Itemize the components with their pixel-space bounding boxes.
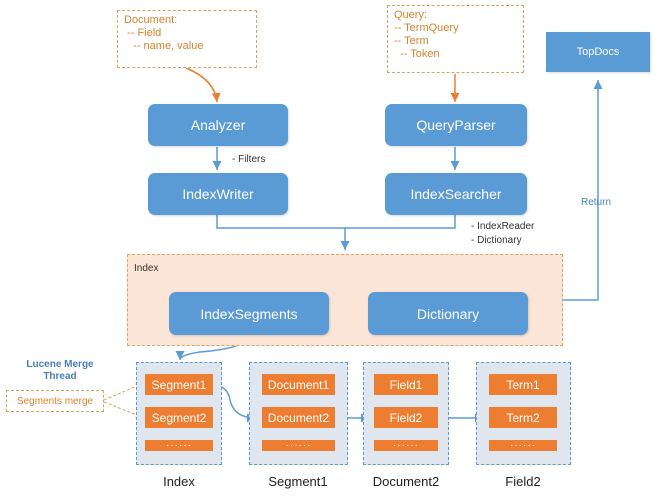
- term-more-cell: ······: [489, 440, 557, 451]
- indexsegments-box: IndexSegments: [169, 292, 329, 335]
- topdocs-box: TopDocs: [546, 32, 650, 72]
- index-group-label: Index: [163, 474, 195, 489]
- merge-link-segment1: [103, 383, 143, 401]
- field2-group-label: Field2: [505, 474, 541, 489]
- merge-link-segment2: [103, 401, 143, 418]
- dictionary-box: Dictionary: [368, 292, 528, 335]
- document2-cell: Document2: [262, 407, 335, 428]
- lucene-merge-thread-title: Lucene Merge Thread: [26, 359, 94, 382]
- index-region-title: Index: [134, 263, 159, 274]
- queryparser-box: QueryParser: [385, 104, 527, 146]
- return-label: Return: [581, 197, 612, 208]
- field1-cell: Field1: [374, 374, 438, 395]
- indexwriter-box: IndexWriter: [148, 173, 288, 215]
- index-group: Segment1 Segment2 ······: [136, 362, 222, 465]
- field2-cell: Field2: [374, 407, 438, 428]
- document1-cell: Document1: [262, 374, 335, 395]
- indexsearcher-box: IndexSearcher: [385, 173, 527, 215]
- document2-group: Field1 Field2 ······: [363, 362, 449, 465]
- document2-group-label: Document2: [372, 474, 440, 489]
- segment1-group: Document1 Document2 ······: [249, 362, 348, 465]
- segment-more-cell: ······: [145, 440, 213, 451]
- document-more-cell: ······: [262, 440, 335, 451]
- field2-group: Term1 Term2 ······: [476, 362, 571, 465]
- dictionary-label: - Dictionary: [471, 235, 522, 246]
- term1-cell: Term1: [489, 374, 557, 395]
- term2-cell: Term2: [489, 407, 557, 428]
- document-note: Document: -- Field -- name, value: [117, 10, 257, 68]
- indexreader-label: - IndexReader: [471, 221, 535, 232]
- analyzer-box: Analyzer: [148, 104, 288, 146]
- arrow-document-to-analyzer: [185, 67, 221, 103]
- field-more-cell: ······: [374, 440, 438, 451]
- segment2-cell: Segment2: [145, 407, 213, 428]
- filters-label: - Filters: [232, 154, 266, 165]
- merge-line: [216, 215, 456, 229]
- query-note: Query: -- TermQuery -- Term -- Token: [387, 5, 524, 73]
- segment1-group-label: Segment1: [268, 474, 328, 489]
- segment1-cell: Segment1: [145, 374, 213, 395]
- segments-merge-box: Segments merge: [6, 390, 104, 412]
